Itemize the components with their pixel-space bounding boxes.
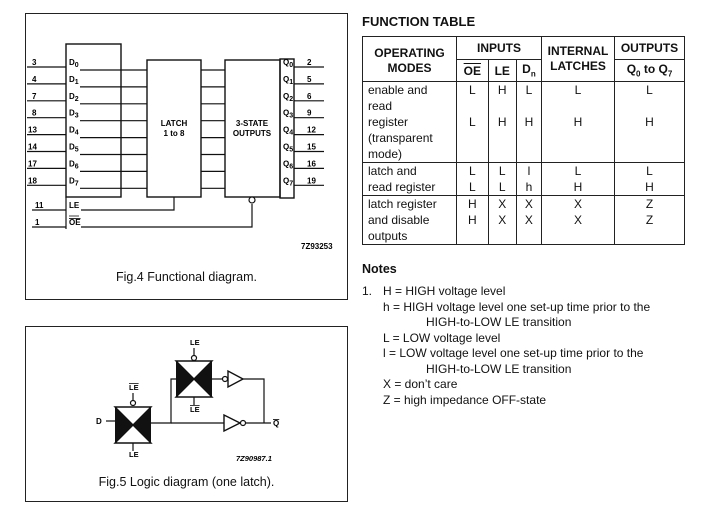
function-table-title: FUNCTION TABLE bbox=[362, 14, 476, 29]
oe-pin-number: 1 bbox=[35, 218, 40, 227]
fig5-code: 7Z90987.1 bbox=[236, 454, 272, 463]
dn-column-header: Dn bbox=[515, 59, 543, 82]
outputs-label: OUTPUTS bbox=[233, 129, 272, 138]
le-pin-number: 11 bbox=[35, 201, 44, 210]
output-pin-number: 16 bbox=[307, 159, 316, 168]
input-pin-number: 3 bbox=[32, 58, 37, 67]
note-line: H = HIGH voltage level bbox=[383, 284, 506, 298]
outputs-header: OUTPUTS bbox=[614, 36, 685, 60]
output-pin-number: 15 bbox=[307, 143, 316, 152]
q-range-header: Q0 to Q7 bbox=[614, 59, 685, 82]
input-pin-number: 4 bbox=[32, 75, 37, 84]
feedback-inverter bbox=[221, 369, 245, 389]
three-state-label: 3-STATE bbox=[236, 119, 269, 128]
le-bar-left-label: LE bbox=[129, 383, 139, 392]
input-pin-label: D4 bbox=[69, 126, 79, 137]
le-bar-mid-label: LE bbox=[190, 405, 200, 414]
input-pin-label: D2 bbox=[69, 92, 79, 103]
input-pin-number: 18 bbox=[28, 176, 37, 185]
output-inverter bbox=[223, 413, 247, 433]
logic-diagram: LE LE LE LE D bbox=[96, 338, 279, 463]
input-pin-number: 14 bbox=[28, 143, 37, 152]
input-pin-label: D0 bbox=[69, 58, 79, 69]
input-pin-label: D7 bbox=[69, 176, 79, 187]
input-pins: 3 D0 4 D1 7 D2 8 D3 13 D4 14 D5 17 D6 18 D7 bbox=[27, 58, 79, 187]
output-pin-number: 19 bbox=[307, 176, 316, 185]
note-line: h = HIGH voltage level one set-up time p… bbox=[383, 300, 651, 314]
table-row: enable and read register (transparent mo… bbox=[362, 81, 685, 163]
note-number: 1. bbox=[362, 284, 373, 298]
input-pin-number: 17 bbox=[28, 159, 37, 168]
mode-cell: enable and read register (transparent mo… bbox=[362, 81, 457, 163]
mode-cell: latch and read register bbox=[362, 162, 457, 196]
input-pin-label: D5 bbox=[69, 143, 79, 154]
q-output-label: Q bbox=[273, 419, 279, 428]
le-bottom-label: LE bbox=[129, 450, 139, 459]
le-pin-label: LE bbox=[69, 201, 80, 210]
output-pin-number: 6 bbox=[307, 92, 312, 101]
oe-inversion-bubble bbox=[248, 196, 256, 204]
input-pin-number: 8 bbox=[32, 109, 37, 118]
output-pin-label: Q3 bbox=[283, 109, 293, 120]
output-pin-number: 2 bbox=[307, 58, 312, 67]
output-pin-label: Q6 bbox=[283, 159, 293, 170]
fig4-caption: Fig.4 Functional diagram. bbox=[115, 270, 258, 284]
output-pin-label: Q5 bbox=[283, 143, 293, 154]
oe-column-header: OE bbox=[456, 59, 489, 82]
output-pin-block bbox=[279, 58, 295, 199]
le-top-label: LE bbox=[190, 338, 200, 347]
input-pin-number: 7 bbox=[32, 92, 37, 101]
fig5-caption: Fig.5 Logic diagram (one latch). bbox=[98, 475, 275, 489]
mode-cell: latch register and disable outputs bbox=[362, 195, 457, 245]
notes-title: Notes bbox=[362, 262, 397, 276]
input-transmission-gate bbox=[113, 406, 153, 451]
note-line: X = don’t care bbox=[383, 377, 458, 391]
functional-diagram: 3 D0 4 D1 7 D2 8 D3 13 D4 14 D5 17 D6 18 D7 Q0 2Q1 5Q2 6Q3… bbox=[27, 43, 333, 251]
inputs-header: INPUTS bbox=[456, 36, 542, 60]
output-pin-label: Q7 bbox=[283, 176, 293, 187]
input-pin-label: D6 bbox=[69, 159, 79, 170]
output-pin-number: 5 bbox=[307, 75, 312, 84]
input-pin-number: 13 bbox=[28, 126, 37, 135]
d-input-label: D bbox=[96, 417, 102, 426]
input-pin-label: D3 bbox=[69, 109, 79, 120]
internal-latches-header: INTERNAL LATCHES bbox=[541, 36, 615, 82]
note-line: HIGH-to-LOW LE transition bbox=[426, 315, 572, 329]
input-pin-label: D1 bbox=[69, 75, 79, 86]
operating-modes-header: OPERATING MODES bbox=[362, 36, 457, 82]
latch-range-label: 1 to 8 bbox=[164, 129, 185, 138]
output-pin-label: Q4 bbox=[283, 126, 293, 137]
le-column-header: LE bbox=[487, 59, 517, 82]
output-pin-label: Q2 bbox=[283, 92, 293, 103]
note-line: Z = high impedance OFF-state bbox=[383, 393, 547, 407]
output-pin-label: Q1 bbox=[283, 75, 293, 86]
output-pin-number: 12 bbox=[307, 126, 316, 135]
note-line: l = LOW voltage level one set-up time pr… bbox=[383, 346, 644, 360]
note-line: L = LOW voltage level bbox=[383, 331, 501, 345]
latch-label: LATCH bbox=[161, 119, 188, 128]
oe-pin-label: OE bbox=[69, 218, 81, 227]
output-pin-number: 9 bbox=[307, 109, 312, 118]
output-pin-label: Q0 bbox=[283, 58, 293, 69]
feedback-transmission-gate bbox=[174, 360, 214, 405]
note-line: HIGH-to-LOW LE transition bbox=[426, 362, 572, 376]
function-table: OPERATING MODES INPUTS INTERNAL LATCHES … bbox=[362, 36, 685, 245]
fig5-panel: LE LE LE LE D bbox=[25, 326, 348, 502]
fig4-code: 7Z93253 bbox=[301, 242, 333, 251]
